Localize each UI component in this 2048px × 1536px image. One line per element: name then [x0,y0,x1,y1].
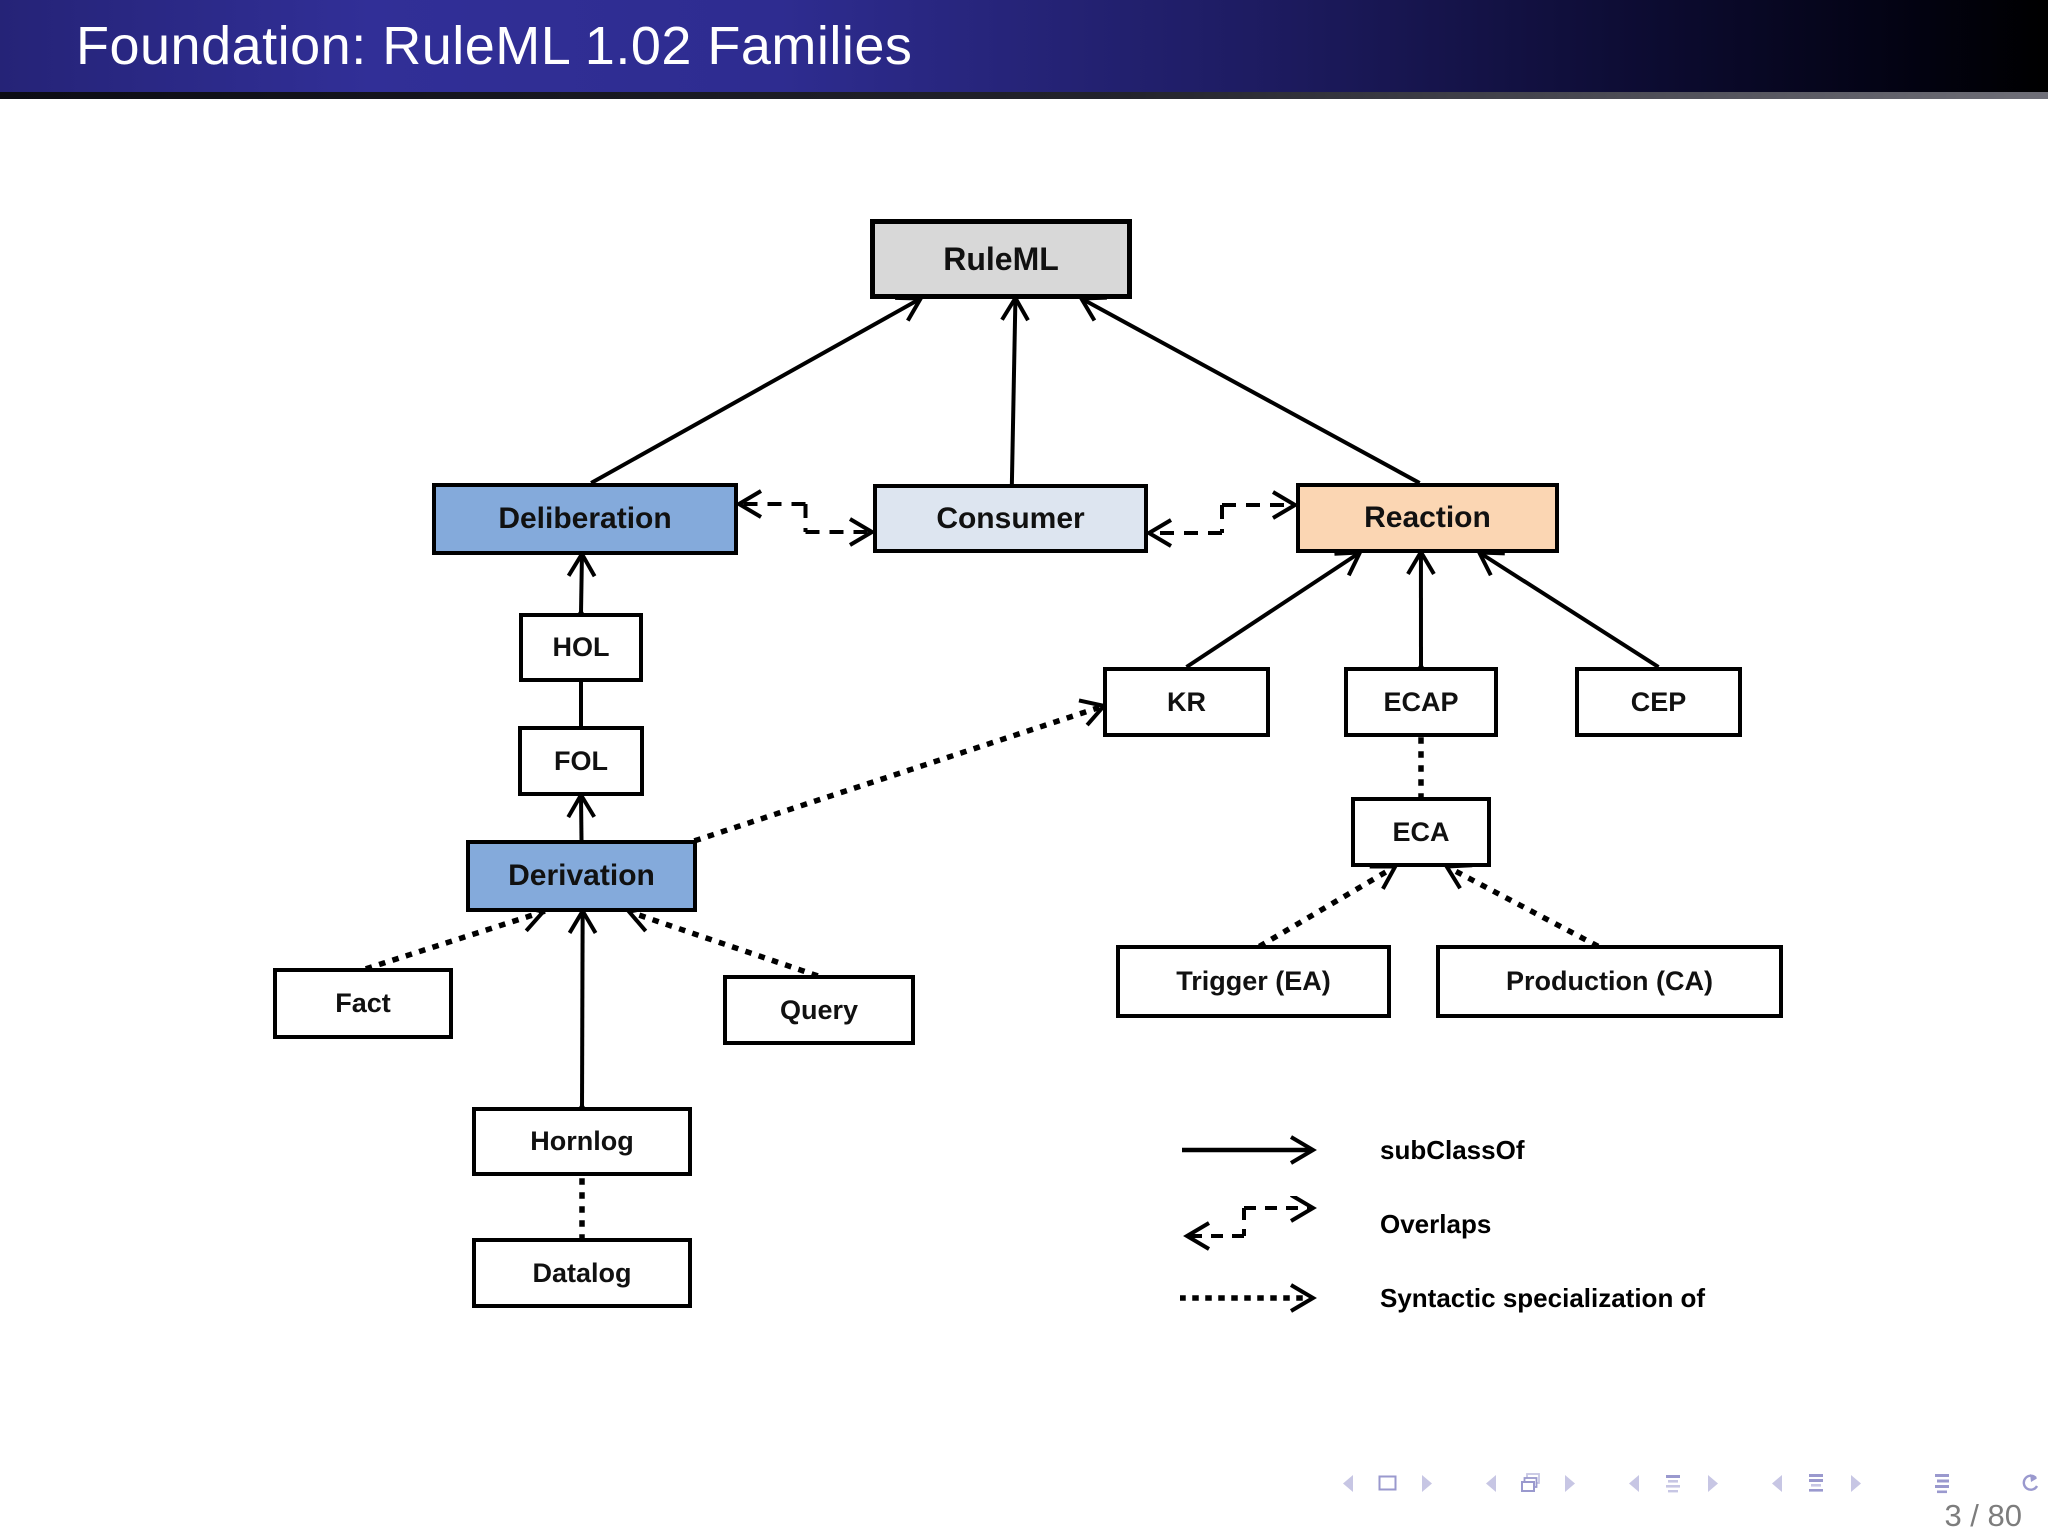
next-frame-icon[interactable] [1557,1471,1582,1496]
section-icon[interactable] [1804,1471,1829,1496]
node-deliberation: Deliberation [432,483,738,555]
node-ecap: ECAP [1344,667,1498,737]
legend-item-1: subClassOf [1180,1122,1525,1178]
legend-item-2: Overlaps [1180,1196,1491,1252]
subsection-icon[interactable] [1661,1471,1686,1496]
node-hornlog: Hornlog [472,1107,692,1176]
node-fol: FOL [518,726,644,796]
edge-solid-consumer-ruleml [1000,294,1030,485]
next-subsection-icon[interactable] [1700,1471,1725,1496]
node-reaction: Reaction [1296,483,1559,553]
node-datalog: Datalog [472,1238,692,1308]
node-eca: ECA [1351,797,1491,867]
overlaps-arrow [1183,1196,1317,1251]
edge-solid-kr-reaction [1185,550,1364,669]
legend-label: Overlaps [1380,1208,1492,1239]
node-ruleml: RuleML [870,219,1132,299]
node-fact: Fact [273,968,453,1039]
edge-solid-derivation-fol [566,791,596,841]
edge-dotted-fact-derivation [364,904,547,972]
edge-dotted-query-derivation [625,904,819,979]
next-section-icon[interactable] [1843,1471,1868,1496]
edge-dotted-trigger-eca [1257,863,1399,949]
node-hol: HOL [519,613,643,682]
dotted-arrow [1180,1283,1317,1313]
solid-arrow [1182,1135,1317,1165]
prev-frame-icon[interactable] [1479,1471,1504,1496]
back-icon[interactable] [2017,1471,2042,1496]
frames-icon[interactable] [1518,1471,1543,1496]
toc-icon[interactable] [1930,1471,1955,1496]
next-slide-icon[interactable] [1414,1471,1439,1496]
node-query: Query [723,975,915,1045]
node-consumer: Consumer [873,484,1148,553]
page-number: 3 / 80 [1944,1498,2022,1533]
node-trigger: Trigger (EA) [1116,945,1391,1018]
prev-subsection-icon[interactable] [1622,1471,1647,1496]
legend-item-3: Syntactic specialization of [1180,1270,1705,1326]
slide-icon[interactable] [1375,1471,1400,1496]
title-bar: Foundation: RuleML 1.02 Families [0,0,2048,92]
edge-solid-hornlog-derivation [567,907,598,1108]
edge-solid-cep-reaction [1475,550,1660,669]
legend-label: Syntactic specialization of [1380,1282,1706,1313]
title-bar-shadow [0,92,2048,99]
page-title: Foundation: RuleML 1.02 Families [76,16,913,76]
node-kr: KR [1103,667,1270,737]
navigation-bar [1336,1468,2048,1498]
edge-dotted-production-eca [1443,863,1600,949]
node-production: Production (CA) [1436,945,1783,1018]
node-cep: CEP [1575,667,1742,737]
edge-solid-deliberation-ruleml [590,295,925,485]
prev-section-icon[interactable] [1765,1471,1790,1496]
legend-label: subClassOf [1380,1134,1525,1165]
edge-solid-hol-deliberation [566,550,597,614]
node-derivation: Derivation [466,840,697,912]
prev-slide-icon[interactable] [1336,1471,1361,1496]
edge-solid-reaction-ruleml [1077,295,1421,485]
edge-dotted-derivation-kr [693,698,1108,844]
